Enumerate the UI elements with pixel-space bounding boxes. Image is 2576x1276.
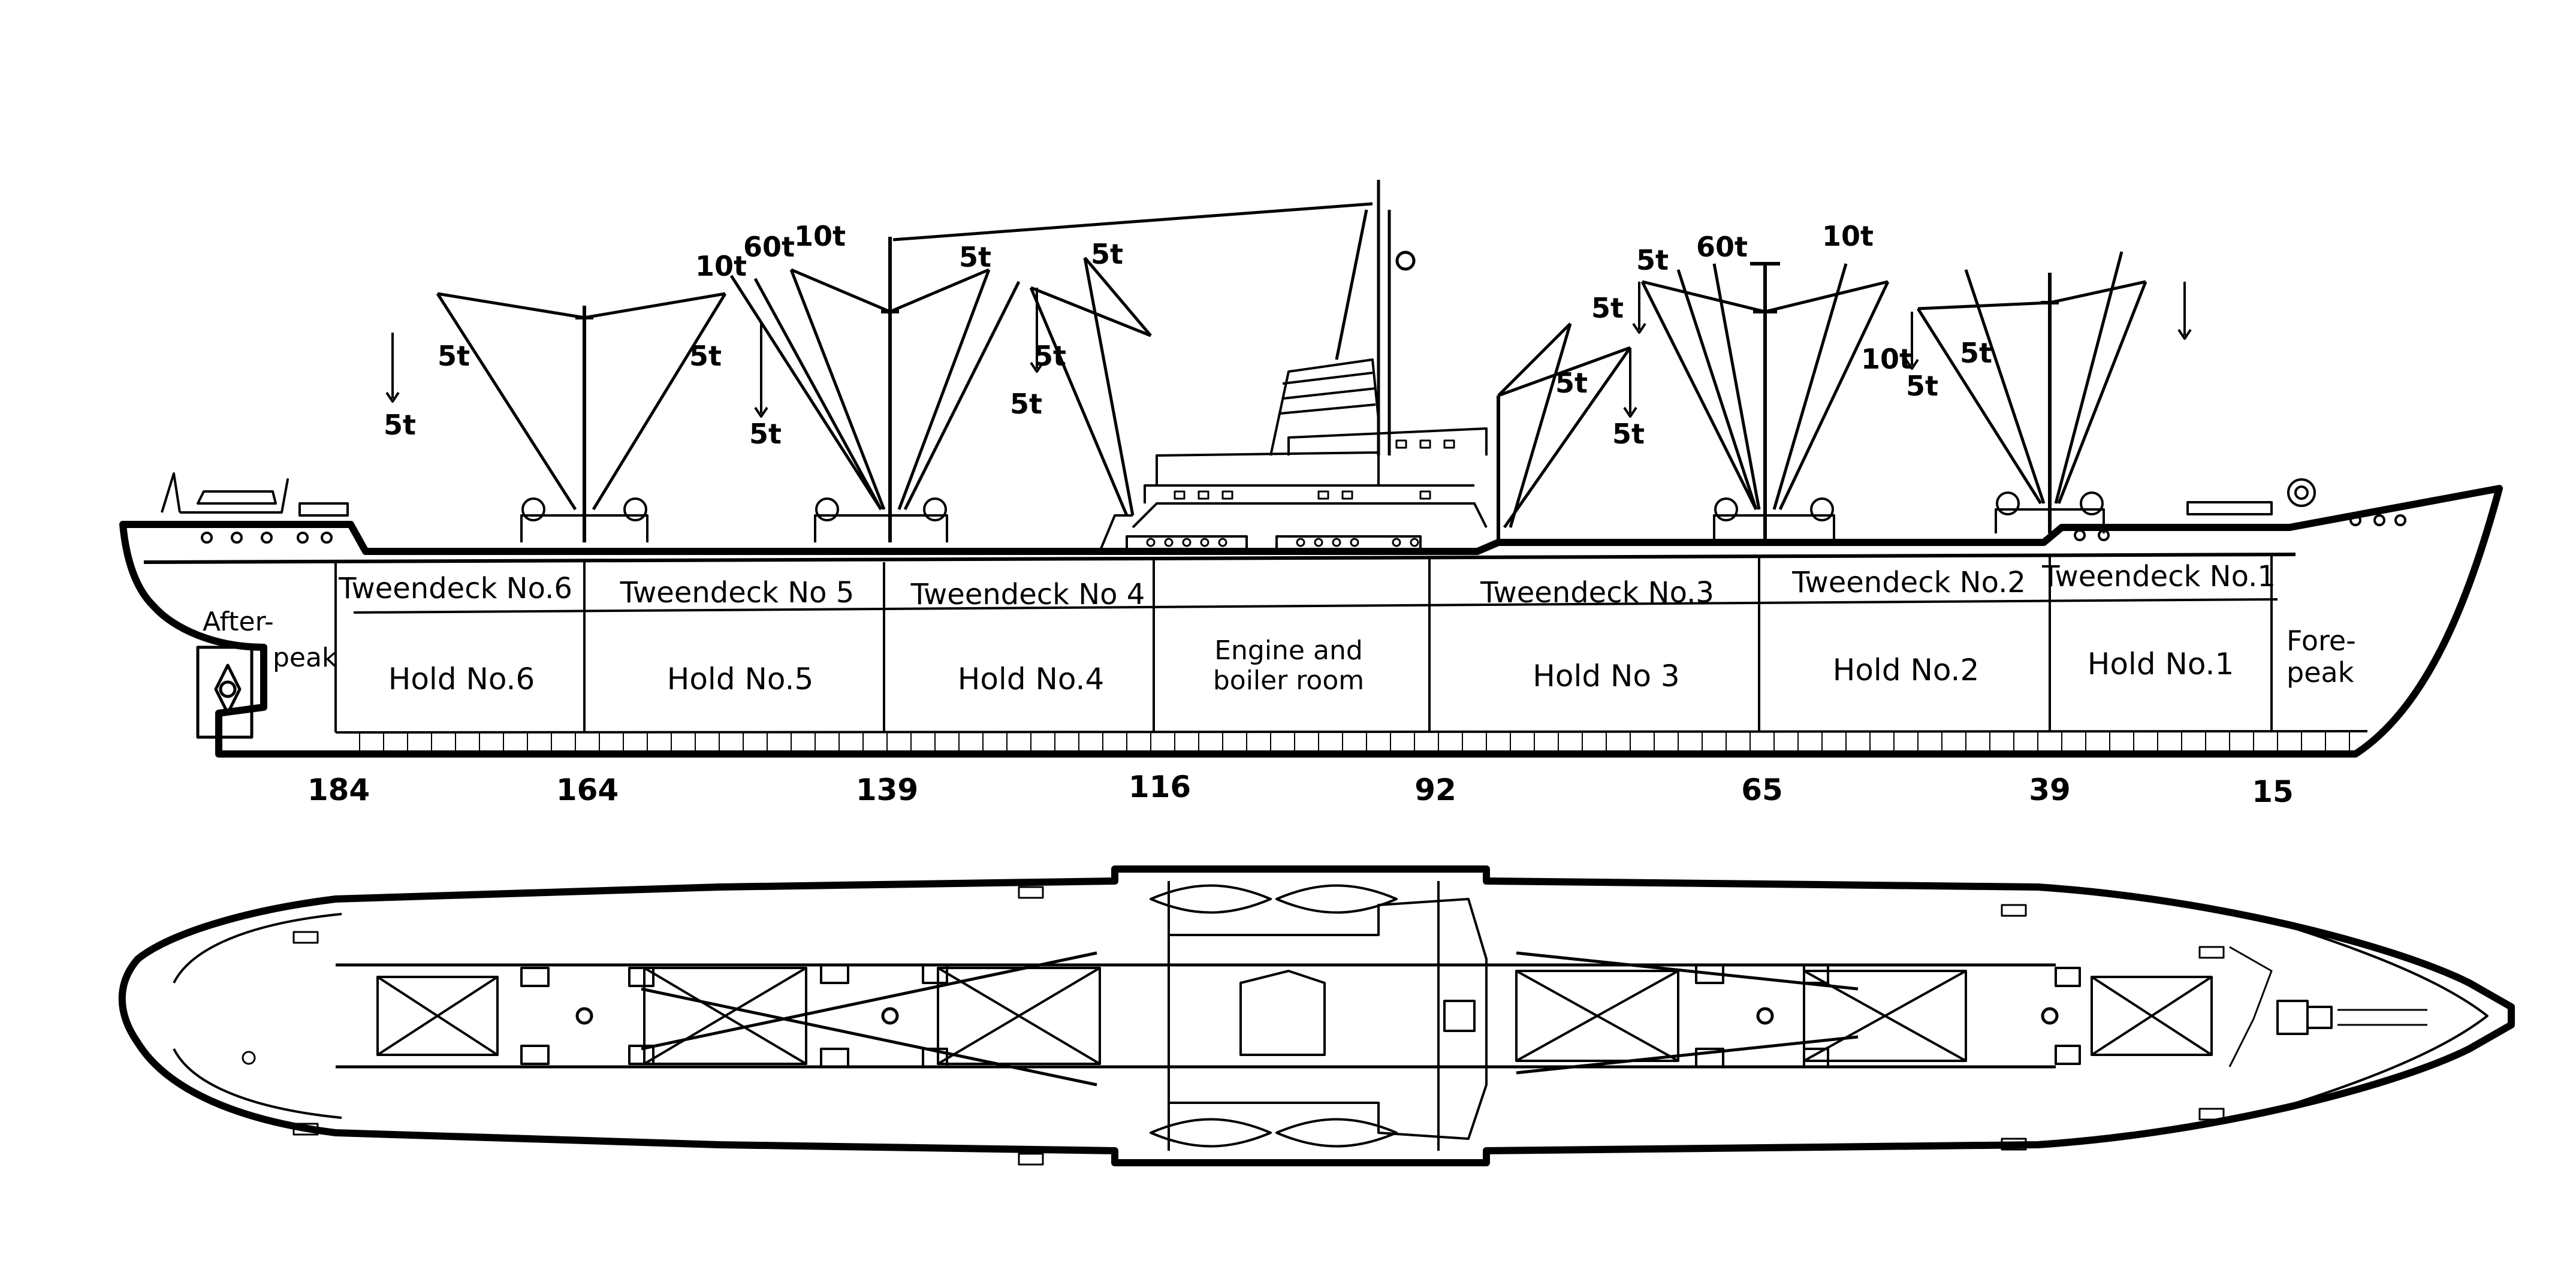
- hold-6-label: Hold No.6: [388, 662, 535, 696]
- svg-text:peak: peak: [273, 642, 337, 673]
- svg-text:Fore-: Fore-: [2287, 625, 2356, 657]
- hull-outline: [119, 485, 2503, 758]
- capacity-label: 60t: [1696, 231, 1748, 263]
- capacity-label: 60t: [743, 231, 795, 263]
- tank-top: [335, 730, 2368, 734]
- tweendeck-2-label: Tweendeck No.2: [1791, 566, 2026, 599]
- frame-number: 39: [2029, 773, 2071, 807]
- capacity-label: 5t: [1591, 292, 1624, 324]
- tweendeck-line: [353, 598, 2278, 614]
- hold-labels: Hold No.6 Hold No.5 Hold No.4 Hold No 3 …: [388, 647, 2234, 696]
- tweendeck-6-label: Tweendeck No.6: [338, 572, 572, 605]
- main-mast: [892, 180, 1416, 456]
- plan-view: [118, 865, 2515, 1166]
- capacity-label: 10t: [1861, 343, 1913, 375]
- capacity-label: 5t: [1091, 238, 1123, 270]
- svg-text:peak: peak: [2287, 656, 2354, 689]
- capacity-label: 5t: [689, 340, 722, 372]
- winch-blocks: [520, 964, 2333, 1068]
- frame-number: 184: [307, 773, 370, 807]
- svg-text:Engine and: Engine and: [1214, 635, 1363, 666]
- frame-number: 139: [856, 773, 918, 807]
- forecastle-winch: [2186, 478, 2316, 515]
- capacity-label: 5t: [1555, 367, 1588, 399]
- hold-2-label: Hold No.2: [1833, 653, 1980, 687]
- capacity-label: 5t: [1010, 388, 1042, 420]
- tweendeck-1-label: Tweendeck No.1: [2041, 560, 2276, 593]
- tweendeck-4-label: Tweendeck No 4: [910, 578, 1145, 611]
- engine-room-label: Engine and boiler room: [1213, 635, 1364, 696]
- derrick-capacity-labels: 5t 5t 5t 10t 60t 10t 5t 5t 5t 5t 5t 5t 5…: [384, 220, 1992, 450]
- svg-text:After-: After-: [203, 607, 274, 637]
- main-deck: [143, 553, 2296, 564]
- capacity-label: 10t: [794, 220, 846, 252]
- portholes: [201, 514, 2406, 544]
- frame-number: 65: [1741, 773, 1783, 807]
- capacity-label: 5t: [1960, 337, 1992, 369]
- double-bottom: [359, 732, 2350, 754]
- afterpeak-label: After- peak: [203, 607, 337, 673]
- plan-booms: [336, 951, 2059, 1087]
- derrick-booms: [436, 251, 2147, 529]
- bulkheads: [334, 554, 2273, 732]
- capacity-label: 5t: [438, 340, 470, 372]
- bridge-plan: [1150, 881, 1488, 1151]
- capacity-label: 5t: [1612, 418, 1645, 450]
- plan-hull-outline: [118, 865, 2515, 1166]
- superstructure: [1099, 358, 1488, 552]
- capacity-label: 5t: [384, 409, 416, 441]
- frame-number: 15: [2252, 774, 2294, 809]
- cargo-falls: [385, 282, 2192, 418]
- anchor-chains: [2228, 946, 2427, 1067]
- side-profile: [119, 180, 2503, 758]
- hold-5-label: Hold No.5: [667, 662, 814, 696]
- tweendeck-3-label: Tweendeck No.3: [1480, 576, 1714, 610]
- tweendeck-5-label: Tweendeck No 5: [620, 576, 855, 610]
- capacity-label: 5t: [1034, 340, 1066, 372]
- frame-number: 92: [1414, 773, 1456, 807]
- frame-number: 116: [1129, 770, 1191, 804]
- capacity-label: 10t: [695, 250, 747, 282]
- stern-inner: [173, 913, 342, 1119]
- stern-deckhouse: [161, 472, 349, 517]
- tweendeck-labels: Tweendeck No.6 Tweendeck No 5 Tweendeck …: [338, 560, 2276, 611]
- forepeak-label: Fore- peak: [2287, 625, 2356, 689]
- capacity-label: 5t: [1906, 370, 1938, 402]
- capacity-label: 5t: [959, 241, 991, 273]
- winch-houses: [520, 491, 2105, 542]
- svg-text:boiler room: boiler room: [1213, 665, 1364, 696]
- bow-inner: [2277, 922, 2488, 1110]
- hold-1-label: Hold No.1: [2088, 647, 2234, 681]
- labels: Tweendeck No.6 Tweendeck No 5 Tweendeck …: [203, 220, 2356, 809]
- hold-4-label: Hold No.4: [958, 662, 1105, 696]
- capacity-label: 10t: [1822, 220, 1874, 252]
- hatches: [376, 967, 2213, 1065]
- frame-numbers: 184 164 139 116 92 65 39 15: [307, 770, 2294, 809]
- propeller-icon: [196, 645, 254, 739]
- hold-3-label: Hold No 3: [1533, 659, 1679, 693]
- capacity-label: 5t: [749, 418, 782, 450]
- frame-number: 164: [556, 773, 619, 807]
- capacity-label: 5t: [1636, 244, 1669, 276]
- bollards: [242, 886, 2225, 1166]
